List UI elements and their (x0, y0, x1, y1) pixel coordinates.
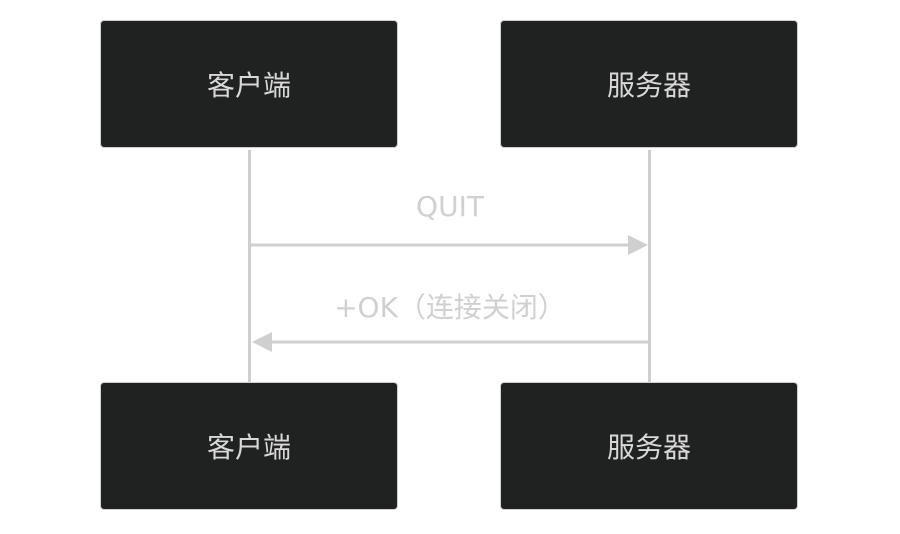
server-lifeline (648, 150, 651, 382)
server-box-bottom: 服务器 (500, 382, 798, 510)
server-label-bottom: 服务器 (606, 431, 691, 464)
ok-arrow-head (252, 332, 272, 352)
server-label-top: 服务器 (606, 69, 691, 102)
ok-message-label: +OK（连接关闭） (334, 291, 566, 324)
server-box-top: 服务器 (500, 20, 798, 148)
quit-arrow-head (628, 235, 648, 255)
quit-message-label: QUIT (416, 190, 484, 223)
client-box-bottom: 客户端 (100, 382, 398, 510)
client-box-top: 客户端 (100, 20, 398, 148)
client-label-top: 客户端 (206, 69, 291, 102)
client-label-bottom: 客户端 (206, 431, 291, 464)
client-lifeline (248, 150, 251, 382)
